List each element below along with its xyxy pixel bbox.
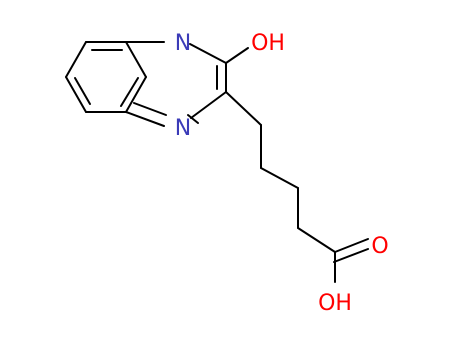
bond — [297, 227, 336, 253]
bond — [125, 76, 147, 113]
nitrogen-atom-bottom: N — [175, 116, 191, 141]
hydroxyl-group-top: OH — [251, 31, 285, 56]
acid-hydroxyl-group: OH — [318, 291, 352, 316]
bond — [225, 47, 249, 64]
bond — [260, 167, 299, 189]
bond — [65, 41, 87, 78]
nitrogen-atom-top: N — [175, 31, 191, 56]
double-bond-inner — [120, 77, 139, 107]
bond — [125, 111, 165, 127]
bond — [334, 238, 369, 253]
bond — [125, 41, 147, 78]
alkyl-chain — [225, 91, 369, 283]
double-bond-inner — [333, 248, 369, 263]
benzene-ring — [65, 41, 147, 113]
bond — [190, 91, 227, 119]
bond — [189, 43, 227, 64]
double-bond-inner — [74, 77, 91, 105]
bond — [225, 91, 262, 126]
double-bond-inner — [133, 102, 167, 116]
bond — [65, 76, 87, 113]
bond — [187, 114, 199, 124]
pyrazine-ring — [125, 41, 227, 127]
carbonyl-oxygen: O — [371, 234, 388, 259]
